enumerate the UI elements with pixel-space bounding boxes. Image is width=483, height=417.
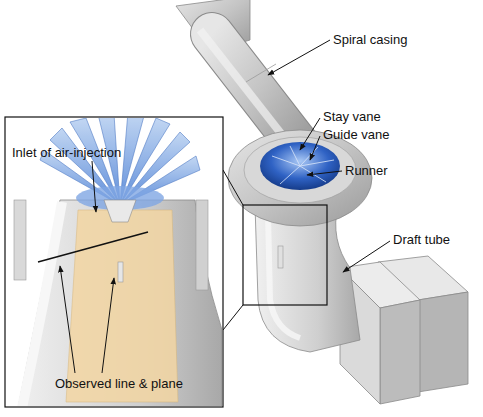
part-label: Stay vane [323,109,381,124]
part-label: Draft tube [393,232,450,247]
part-label: Observed line & plane [55,376,183,391]
part-label: Guide vane [323,127,390,142]
part-label: Inlet of air-injection [12,145,121,160]
part-label: Spiral casing [333,32,407,47]
part-label: Runner [345,163,388,178]
